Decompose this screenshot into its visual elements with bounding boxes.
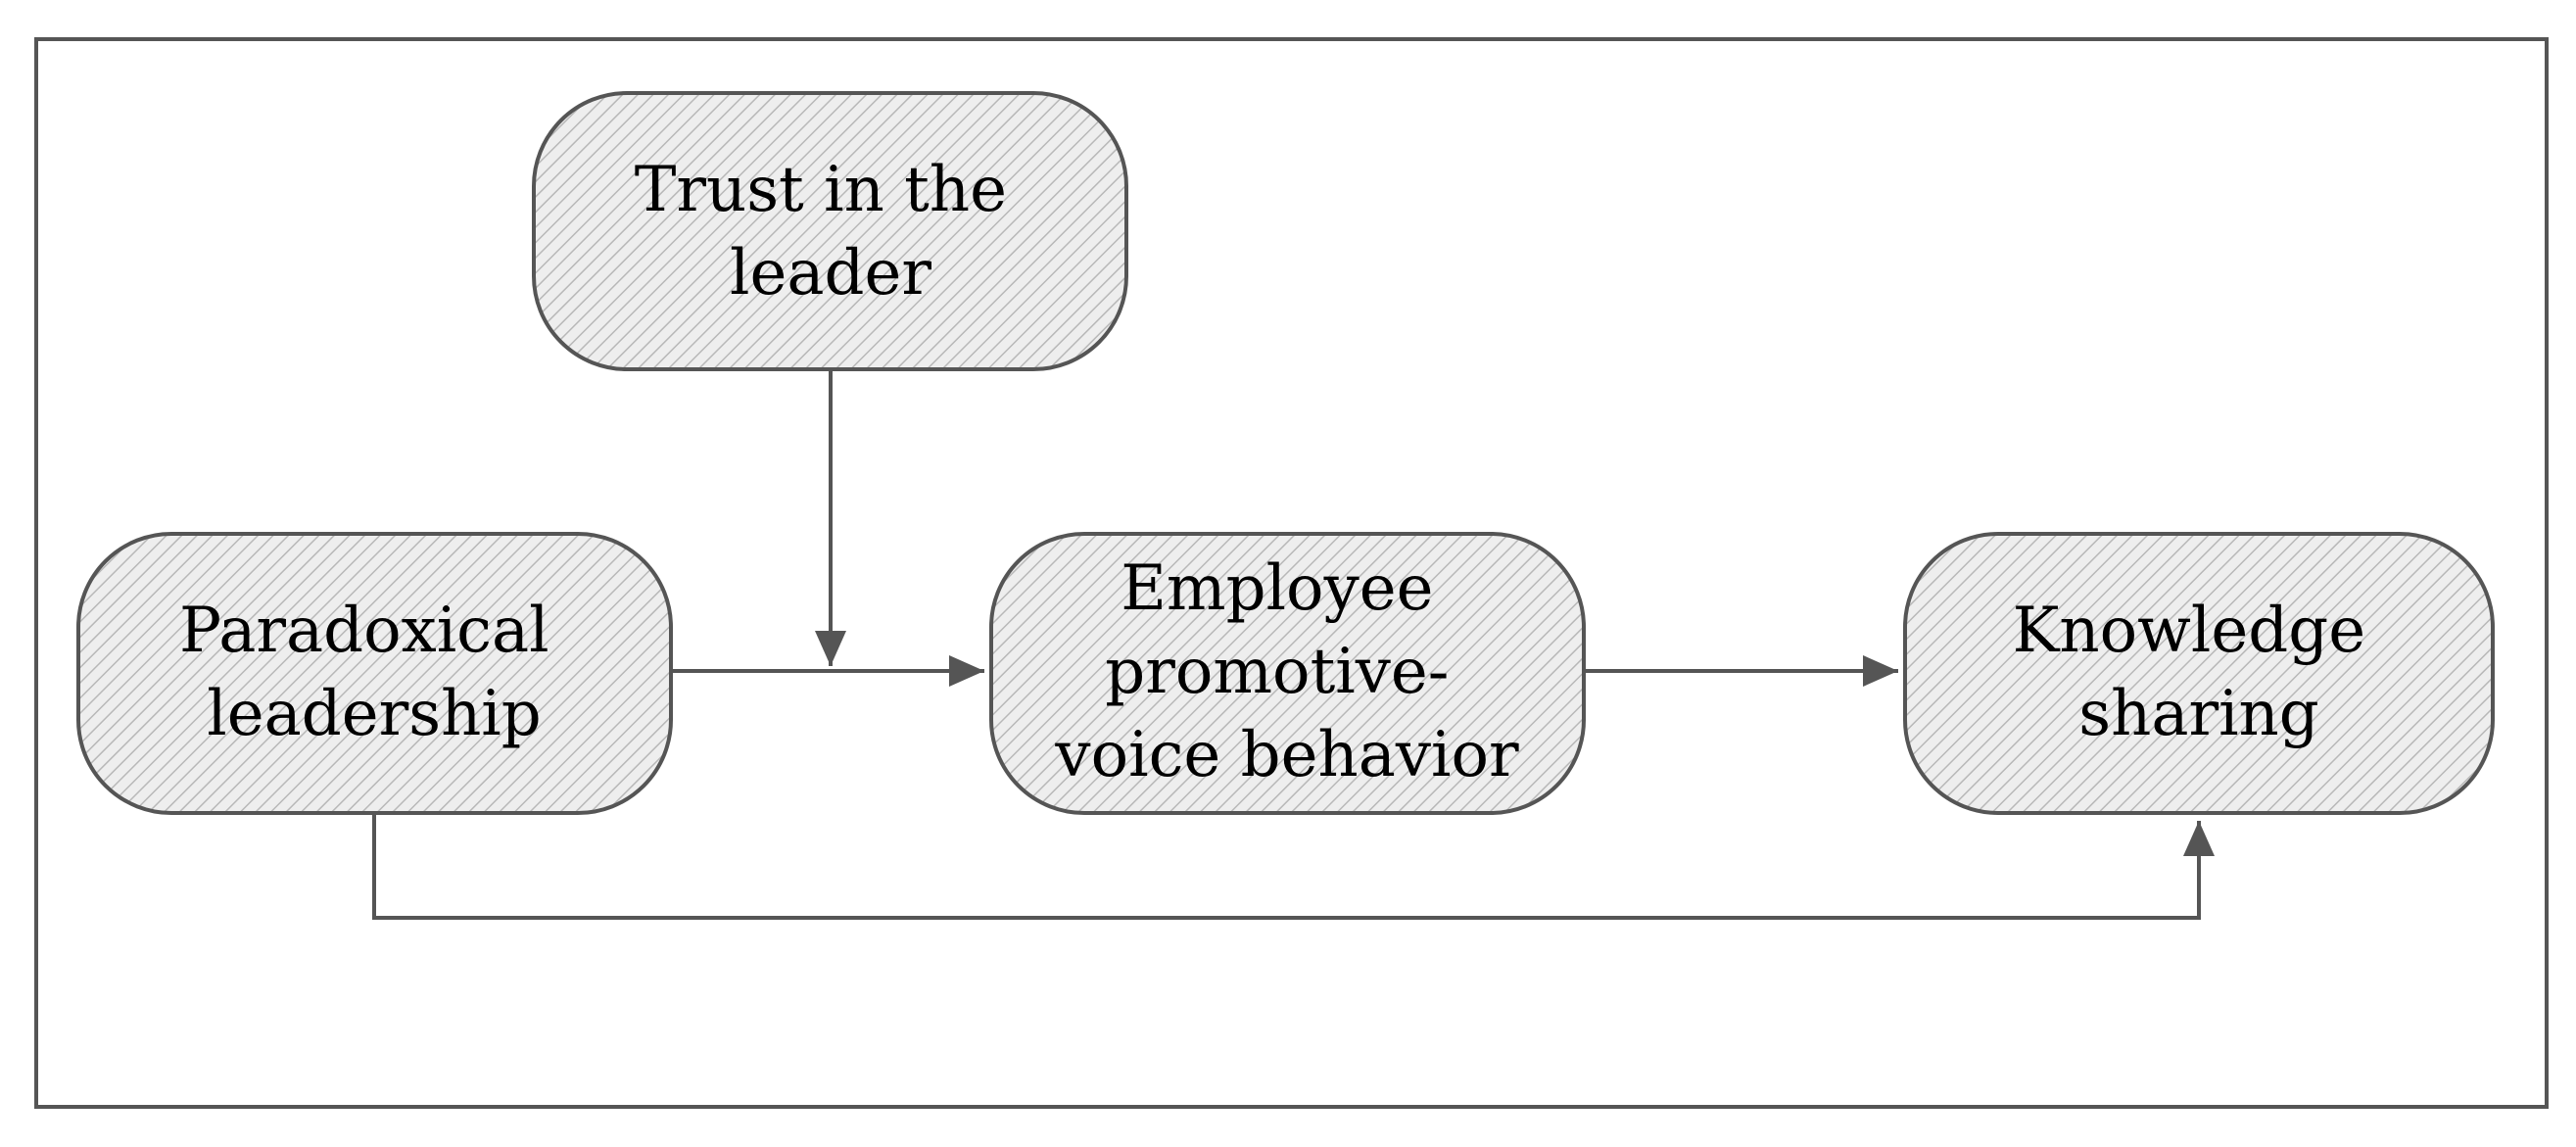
node-paradoxical-box [76,532,673,815]
node-knowledge-line-2: sharing [2078,678,2318,750]
node-knowledge-sharing: Knowledge sharing [1903,532,2495,815]
node-trust-line-2: leader [730,237,931,310]
node-paradoxical-line-1: Paradoxical [179,595,549,667]
node-knowledge-box [1903,532,2495,815]
node-voice-box [989,532,1586,815]
node-employee-voice: Employee promotive- voice behavior [989,532,1586,815]
node-voice-label: Employee promotive- voice behavior [1054,552,1519,791]
node-voice-line-1: Employee [1121,552,1433,625]
node-trust-box [532,91,1128,371]
node-voice-line-3: voice behavior [1054,719,1519,791]
diagram-frame [34,37,2549,1109]
node-trust-in-leader: Trust in the leader [532,91,1128,371]
node-knowledge-line-1: Knowledge [2013,595,2366,667]
node-paradoxical-line-2: leadership [207,678,541,750]
node-knowledge-label: Knowledge sharing [2013,595,2386,750]
node-trust-line-1: Trust in the [635,154,1007,226]
arrow-paradoxical-to-knowledge [372,813,2215,920]
node-paradoxical-label: Paradoxical leadership [179,595,569,750]
node-paradoxical-leadership: Paradoxical leadership [76,532,673,815]
node-voice-line-2: promotive- [1105,636,1449,708]
node-trust-label: Trust in the leader [635,154,1027,310]
